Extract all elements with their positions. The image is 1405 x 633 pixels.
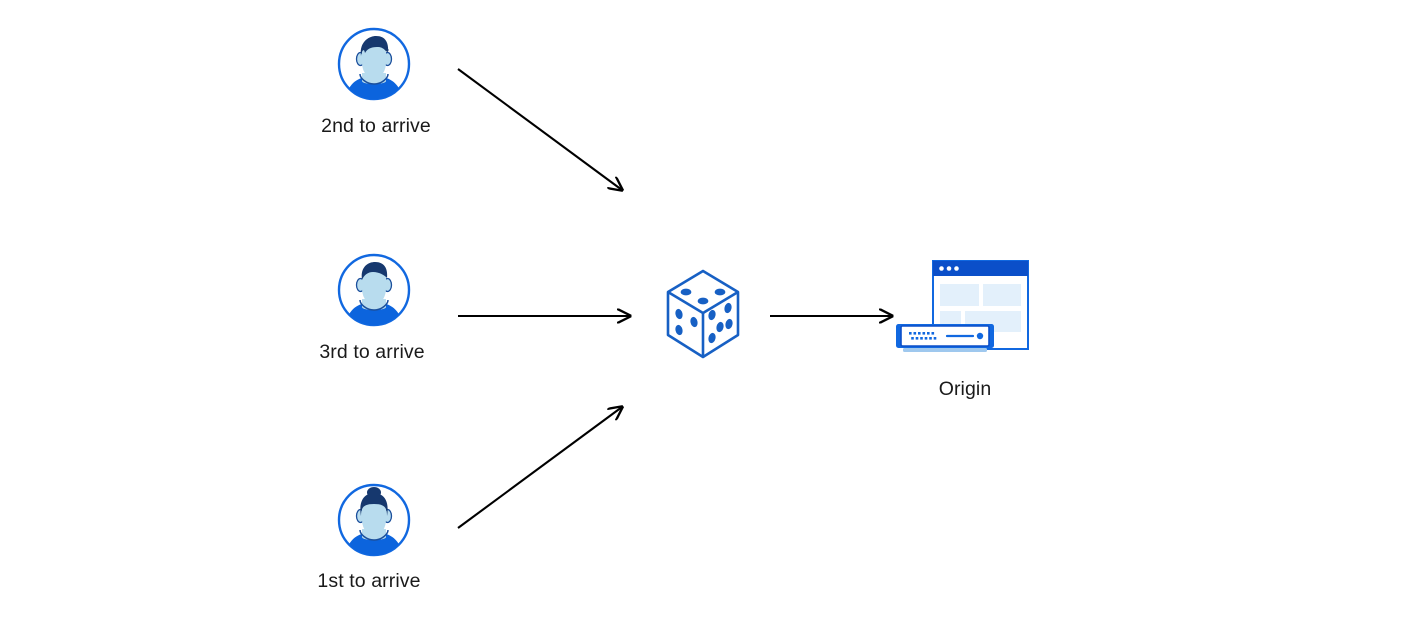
user-avatar-icon (337, 27, 411, 101)
origin-label: Origin (938, 378, 992, 400)
client-label-2nd: 2nd to arrive (321, 115, 431, 137)
user-avatar-icon (337, 253, 411, 327)
dice-icon (666, 269, 740, 359)
client-node-3rd (336, 252, 412, 328)
arrow-client-1st-to-balancer (457, 407, 622, 529)
load-balancer-node (663, 268, 743, 360)
origin-node (893, 256, 1038, 366)
client-label-1st: 1st to arrive (317, 570, 421, 592)
arrow-client-2nd-to-balancer (457, 68, 622, 190)
client-node-1st (336, 482, 412, 558)
server-device-icon (896, 324, 994, 352)
client-node-2nd (336, 26, 412, 102)
origin-server-icon (896, 260, 1029, 352)
client-label-3rd: 3rd to arrive (319, 341, 425, 363)
user-avatar-icon (337, 483, 411, 557)
